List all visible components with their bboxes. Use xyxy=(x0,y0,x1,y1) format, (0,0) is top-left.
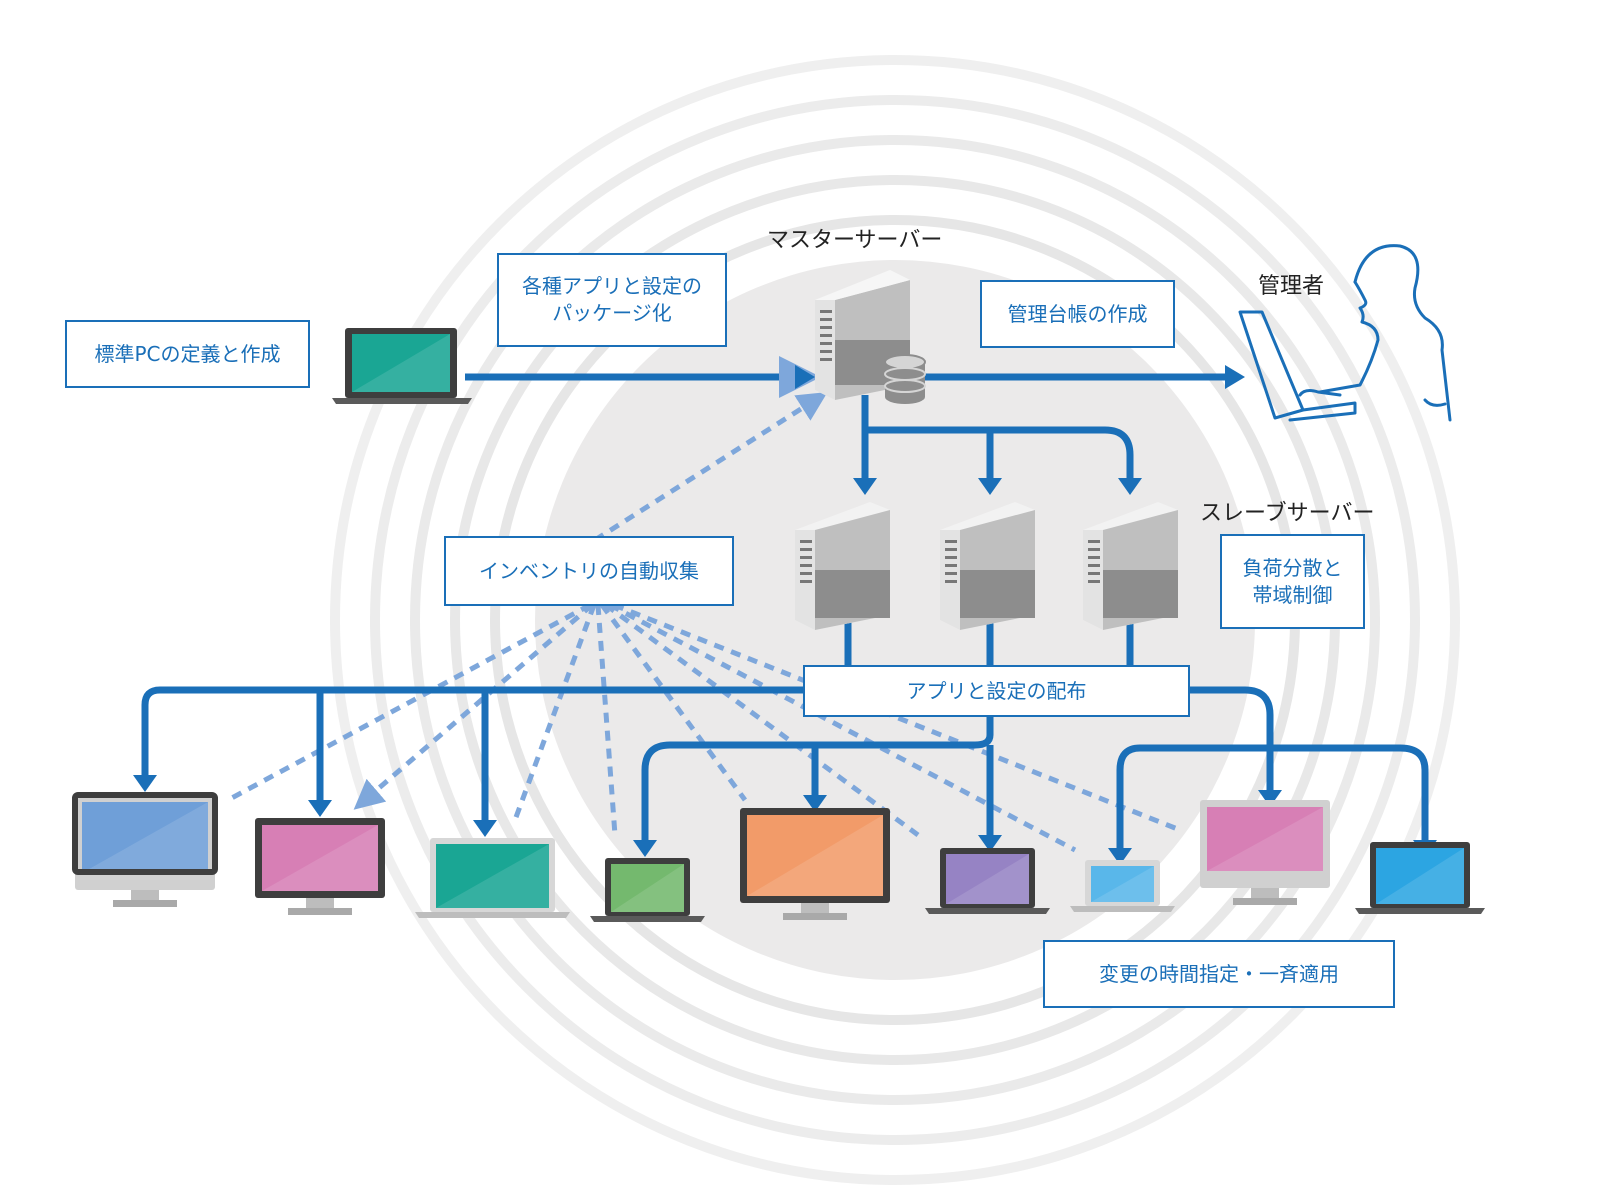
database-icon xyxy=(884,354,926,404)
ledger-box: 管理台帳の作成 xyxy=(980,280,1175,348)
laptop-device-4 xyxy=(590,858,705,922)
laptop-device-9 xyxy=(1355,842,1485,914)
distribution-box: アプリと設定の配布 xyxy=(803,665,1190,717)
client-devices xyxy=(72,792,1485,922)
server-vents xyxy=(820,310,832,361)
slave-server-2 xyxy=(940,502,1035,630)
slave-server-3 xyxy=(1083,502,1178,630)
admin-label: 管理者 xyxy=(1258,274,1325,299)
arrow-heads xyxy=(133,365,1437,865)
monitor-device-5 xyxy=(740,808,890,920)
slave-servers-label: スレーブサーバー xyxy=(1200,501,1375,526)
master-server-label: マスターサーバー xyxy=(767,228,943,253)
inventory-collection-lines xyxy=(226,391,1181,853)
laptop-device-3 xyxy=(415,838,570,918)
monitor-device-1 xyxy=(72,792,218,907)
monitor-device-8 xyxy=(1200,800,1330,905)
source-laptop xyxy=(332,328,472,404)
laptop-device-6 xyxy=(925,848,1050,914)
administrator-icon xyxy=(1238,244,1452,422)
laptop-device-7 xyxy=(1070,860,1175,912)
monitor-device-2 xyxy=(255,818,385,915)
standard-pc-box: 標準PCの定義と作成 xyxy=(65,320,310,388)
load-balancing-box: 負荷分散と 帯域制御 xyxy=(1220,534,1365,629)
flow-lines xyxy=(141,356,1429,848)
inventory-box: インベントリの自動収集 xyxy=(444,536,734,606)
scheduling-box: 変更の時間指定・一斉適用 xyxy=(1043,940,1395,1008)
slave-server-1 xyxy=(795,502,890,630)
packaging-box: 各種アプリと設定の パッケージ化 xyxy=(497,253,727,347)
